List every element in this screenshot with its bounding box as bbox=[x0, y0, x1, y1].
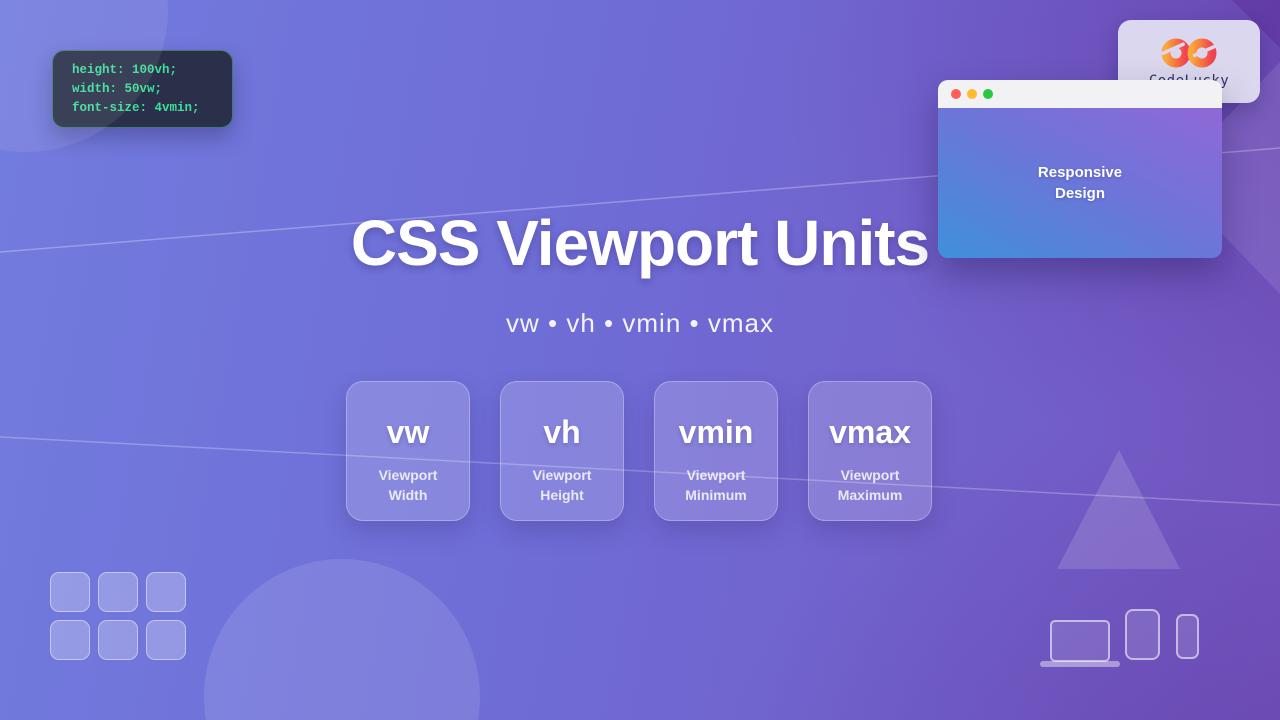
code-line: font-size: 4vmin; bbox=[72, 101, 200, 115]
infinity-logo-icon bbox=[1160, 38, 1217, 68]
subtitle: vw • vh • vmin • vmax bbox=[506, 308, 774, 338]
browser-titlebar bbox=[938, 80, 1222, 108]
unit-card-vh: vh Viewport Height bbox=[500, 381, 624, 521]
unit-card-vmin: vmin Viewport Minimum bbox=[654, 381, 778, 521]
unit-card-vw: vw Viewport Width bbox=[346, 381, 470, 521]
bottom-circle-decoration bbox=[204, 559, 480, 720]
grid-square bbox=[50, 572, 90, 612]
unit-label: vmin bbox=[678, 414, 754, 450]
grid-square bbox=[98, 572, 138, 612]
grid-square bbox=[146, 620, 186, 660]
unit-sublabel: Viewport bbox=[532, 467, 592, 483]
unit-sublabel: Maximum bbox=[837, 487, 903, 503]
traffic-light-minimize-icon bbox=[967, 89, 977, 99]
code-snippet-box: height: 100vh; width: 50vw; font-size: 4… bbox=[52, 50, 233, 128]
browser-content: Responsive Design bbox=[938, 108, 1222, 258]
triangle-shape bbox=[1057, 450, 1180, 569]
phone-icon bbox=[1176, 614, 1199, 659]
browser-content-line: Responsive bbox=[1037, 164, 1123, 181]
unit-sublabel: Viewport bbox=[840, 467, 900, 483]
grid-square bbox=[98, 620, 138, 660]
tablet-icon bbox=[1125, 609, 1160, 660]
unit-sublabel: Viewport bbox=[686, 467, 746, 483]
app-grid-decoration bbox=[50, 572, 186, 660]
unit-sublabel: Height bbox=[540, 487, 584, 503]
unit-sublabel: Viewport bbox=[378, 467, 438, 483]
laptop-base-icon bbox=[1040, 661, 1120, 667]
unit-label: vmax bbox=[829, 414, 911, 450]
browser-content-line: Design bbox=[1054, 185, 1105, 202]
unit-card-vmax: vmax Viewport Maximum bbox=[808, 381, 932, 521]
traffic-light-zoom-icon bbox=[983, 89, 993, 99]
unit-cards-row: vw Viewport Width vh Viewport Height vmi… bbox=[346, 381, 932, 521]
unit-sublabel: Width bbox=[388, 487, 428, 503]
grid-square bbox=[50, 620, 90, 660]
unit-sublabel: Minimum bbox=[685, 487, 747, 503]
unit-label: vh bbox=[543, 414, 581, 450]
unit-label: vw bbox=[386, 414, 430, 450]
page-title: CSS Viewport Units bbox=[350, 207, 930, 279]
code-line: height: 100vh; bbox=[72, 63, 178, 77]
grid-square bbox=[146, 572, 186, 612]
code-line: width: 50vw; bbox=[72, 82, 163, 96]
laptop-icon bbox=[1050, 620, 1110, 662]
browser-mockup-window: Responsive Design bbox=[938, 80, 1222, 258]
traffic-light-close-icon bbox=[951, 89, 961, 99]
